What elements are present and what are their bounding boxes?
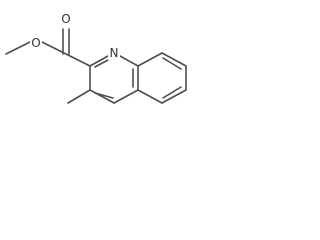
bond-c6-to-c5	[161, 89, 187, 104]
bond-c4-to-c4a	[113, 89, 139, 104]
bond-c3-to-methyl	[67, 89, 91, 104]
bond-c3-c4-inner	[94, 92, 114, 99]
ring-nitrogen-background	[108, 47, 120, 60]
bond-c5-to-c4a	[137, 89, 163, 104]
bond-c8a-to-c8	[137, 52, 163, 67]
bond-n1-to-c8a	[119, 55, 139, 67]
ester-oxygen-background	[30, 36, 42, 49]
chemical-structure-diagram: O O N	[5, 12, 187, 104]
carbonyl-oxygen-background	[60, 12, 72, 26]
bond-c2-to-n1	[89, 55, 109, 67]
atom-label-ring-nitrogen: N	[110, 46, 119, 60]
bond-c3-to-c4	[89, 89, 115, 104]
atom-label-carbonyl-oxygen: O	[61, 12, 70, 26]
bond-carbonyl-to-c2	[65, 53, 91, 67]
bond-c6-c5-inner	[162, 86, 182, 99]
bond-c8-c7-inner	[162, 57, 182, 70]
bond-c8-to-c7	[161, 52, 187, 67]
bond-methyl-to-ester-oxygen	[5, 41, 31, 55]
bond-ester-oxygen-to-carbonyl-carbon	[41, 41, 67, 55]
bond-c2-n1-inner	[94, 59, 109, 68]
atom-label-ester-oxygen: O	[31, 36, 40, 50]
